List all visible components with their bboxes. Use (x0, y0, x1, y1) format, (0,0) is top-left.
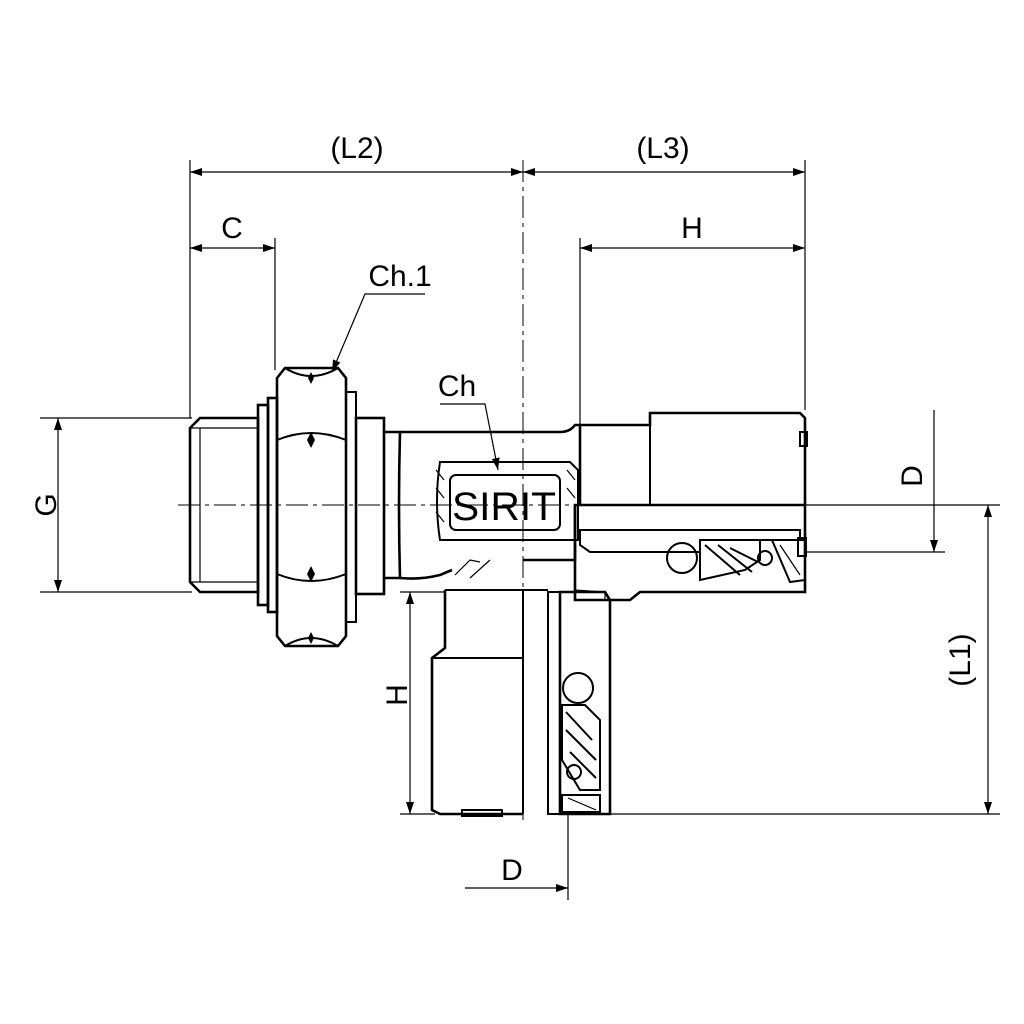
right-port (573, 411, 808, 602)
bottom-port (430, 589, 612, 817)
hex-nut (275, 366, 357, 648)
dimension-lines (40, 160, 1000, 900)
dim-h-top-label: H (681, 212, 703, 245)
brand-logo-text: SIRIT (452, 485, 556, 529)
fitting-body: SIRIT (354, 416, 582, 596)
dim-l1-label: (L1) (944, 633, 977, 686)
dim-l2-label: (L2) (330, 132, 383, 165)
dim-ch1-label: Ch.1 (368, 260, 431, 293)
dim-d-right-label: D (896, 465, 929, 487)
body-junction (445, 505, 577, 591)
dimension-labels: (L2) (L3) C Ch.1 Ch H G H D D (L1) (30, 132, 977, 887)
dim-d-bottom-label: D (501, 854, 523, 887)
dim-c-label: C (221, 212, 243, 245)
dim-h-left-label: H (381, 684, 414, 706)
dim-g-label: G (30, 493, 63, 516)
dim-ch-label: Ch (438, 370, 476, 403)
dim-l3-label: (L3) (636, 132, 689, 165)
